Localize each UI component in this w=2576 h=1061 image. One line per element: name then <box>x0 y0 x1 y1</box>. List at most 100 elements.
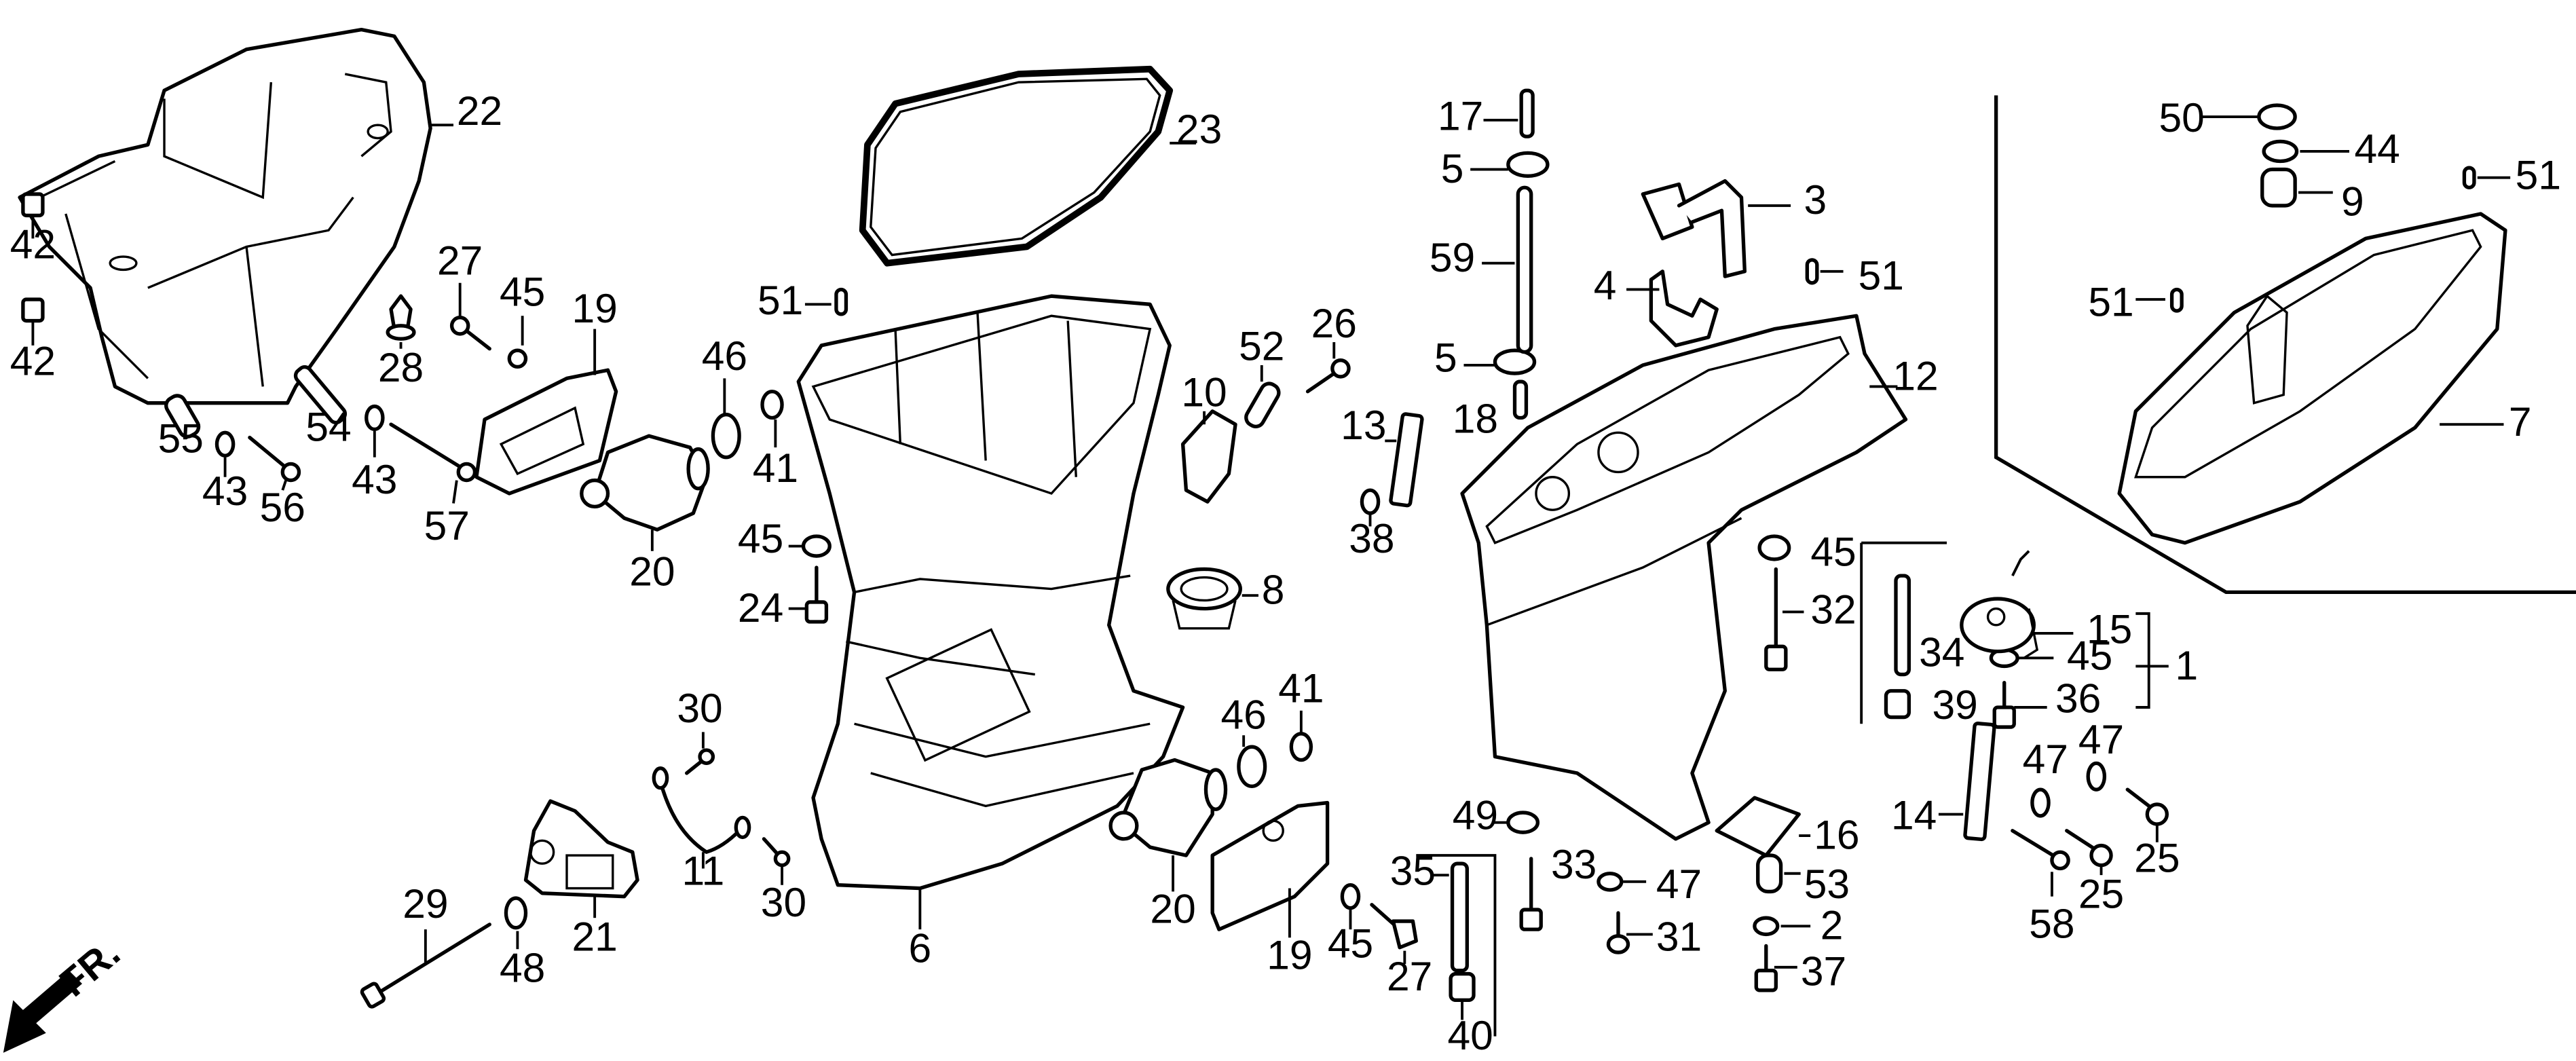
part-16-grille[interactable] <box>1715 796 1801 857</box>
part-27-bolt[interactable] <box>449 316 491 351</box>
part-51-dowel[interactable] <box>1805 258 1819 285</box>
callout-56[interactable]: 56 <box>260 484 305 530</box>
callout-8[interactable]: 8 <box>1262 566 1285 612</box>
part-29-bolt[interactable] <box>360 923 491 1009</box>
callout-22[interactable]: 22 <box>457 88 502 134</box>
part-53-collar[interactable] <box>1756 853 1783 894</box>
callout-20[interactable]: 20 <box>629 548 675 595</box>
callout-45[interactable]: 45 <box>2067 632 2112 678</box>
callout-5[interactable]: 5 <box>1441 145 1464 191</box>
callout-5[interactable]: 5 <box>1434 335 1457 381</box>
callout-42[interactable]: 42 <box>10 221 56 267</box>
callout-41[interactable]: 41 <box>1278 665 1324 711</box>
callout-4[interactable]: 4 <box>1594 262 1617 308</box>
callout-27[interactable]: 27 <box>1387 953 1432 999</box>
callout-27[interactable]: 27 <box>437 238 483 284</box>
part-49-washer[interactable] <box>1506 811 1540 834</box>
callout-47[interactable]: 47 <box>1656 861 1702 907</box>
part-45-washer[interactable] <box>507 348 528 369</box>
callout-33[interactable]: 33 <box>1551 841 1597 887</box>
callout-32[interactable]: 32 <box>1810 586 1856 632</box>
callout-2[interactable]: 2 <box>1821 902 1844 948</box>
callout-55[interactable]: 55 <box>158 415 204 461</box>
part-27-bolt[interactable] <box>1370 903 1418 950</box>
part-56-bolt[interactable] <box>248 435 301 483</box>
callout-13[interactable]: 13 <box>1341 402 1386 448</box>
callout-58[interactable]: 58 <box>2029 900 2074 946</box>
callout-53[interactable]: 53 <box>1804 861 1850 907</box>
part-51-dowel[interactable] <box>834 287 848 316</box>
callout-17[interactable]: 17 <box>1438 92 1483 138</box>
callout-45[interactable]: 45 <box>1810 529 1856 575</box>
callout-35[interactable]: 35 <box>1390 848 1436 894</box>
part-20-mount-lower[interactable] <box>1108 758 1228 857</box>
callout-18[interactable]: 18 <box>1453 395 1498 441</box>
part-23-gasket[interactable] <box>859 65 1174 267</box>
part-26-bolt[interactable] <box>1305 358 1351 394</box>
callout-51[interactable]: 51 <box>1859 252 1904 298</box>
callout-3[interactable]: 3 <box>1804 176 1827 223</box>
part-51-dowel[interactable] <box>2169 166 2476 313</box>
part-32-bolt[interactable] <box>1764 567 1788 671</box>
part-44-seal[interactable] <box>2262 139 2299 164</box>
callout-52[interactable]: 52 <box>1239 323 1284 369</box>
callout-23[interactable]: 23 <box>1176 106 1222 152</box>
part-34-stud[interactable] <box>1894 574 1911 677</box>
callout-25[interactable]: 25 <box>2078 871 2124 917</box>
part-39-nut[interactable] <box>1884 689 1911 720</box>
callout-9[interactable]: 9 <box>2341 178 2364 224</box>
callout-31[interactable]: 31 <box>1656 914 1702 960</box>
part-22-undercover[interactable] <box>18 27 432 405</box>
callout-6[interactable]: 6 <box>909 925 932 971</box>
part-14-anode-strip[interactable] <box>1963 722 1996 842</box>
callout-39[interactable]: 39 <box>1932 682 1977 728</box>
part-19-mount-cover-upper[interactable] <box>474 368 618 496</box>
part-15-anode[interactable] <box>1960 597 2039 659</box>
part-31-bolt[interactable] <box>1606 911 1630 954</box>
part-47-washer[interactable] <box>1597 761 2107 892</box>
callout-19[interactable]: 19 <box>572 285 617 331</box>
callout-47[interactable]: 47 <box>2023 736 2068 782</box>
part-38-nut[interactable] <box>1360 488 1381 515</box>
part-41-nut[interactable] <box>1289 732 1313 762</box>
part-52-collar[interactable] <box>1243 381 1282 430</box>
callout-47[interactable]: 47 <box>2078 716 2124 762</box>
callout-45[interactable]: 45 <box>738 515 783 561</box>
callout-21[interactable]: 21 <box>572 914 617 960</box>
callout-38[interactable]: 38 <box>1349 515 1394 561</box>
part-21-bracket[interactable] <box>523 799 639 899</box>
callout-15[interactable]: 15 <box>2087 606 2132 652</box>
part-10-bracket[interactable] <box>1180 409 1237 504</box>
callout-41[interactable]: 41 <box>753 445 798 491</box>
callout-51[interactable]: 51 <box>2516 152 2561 198</box>
part-36-bolt[interactable] <box>1992 680 2016 729</box>
callout-11[interactable]: 11 <box>682 848 724 894</box>
part-30-screw[interactable] <box>685 748 791 868</box>
part-3-water-tube[interactable] <box>1641 179 1747 278</box>
part-45-washer[interactable] <box>1340 883 1361 910</box>
callout-54[interactable]: 54 <box>305 403 351 449</box>
part-18-pin[interactable] <box>1512 379 1529 420</box>
callout-44[interactable]: 44 <box>2354 126 2400 172</box>
callout-50[interactable]: 50 <box>2159 94 2204 141</box>
part-48-washer[interactable] <box>504 896 528 930</box>
part-57-bolt[interactable] <box>389 422 477 483</box>
part-43-washer[interactable] <box>214 404 385 458</box>
part-33-bolt[interactable] <box>1519 857 1543 931</box>
part-11-ground-wire[interactable] <box>652 766 751 854</box>
part-35-stud[interactable] <box>1450 861 1469 973</box>
part-13-screen[interactable] <box>1389 412 1424 508</box>
part-24-bolt[interactable] <box>804 565 829 624</box>
part-59-rod[interactable] <box>1516 185 1533 354</box>
part-6-extension-case[interactable] <box>796 294 1185 891</box>
part-20-mount-upper[interactable] <box>580 434 710 532</box>
callout-16[interactable]: 16 <box>1814 811 1859 857</box>
callout-36[interactable]: 36 <box>2055 675 2101 721</box>
callout-30[interactable]: 30 <box>761 879 806 925</box>
callout-37[interactable]: 37 <box>1801 948 1846 994</box>
callout-30[interactable]: 30 <box>677 685 722 731</box>
part-58-bolt[interactable] <box>2011 829 2070 871</box>
callout-51[interactable]: 51 <box>2088 278 2133 324</box>
callout-19[interactable]: 19 <box>1267 931 1312 978</box>
callout-10[interactable]: 10 <box>1181 369 1227 415</box>
